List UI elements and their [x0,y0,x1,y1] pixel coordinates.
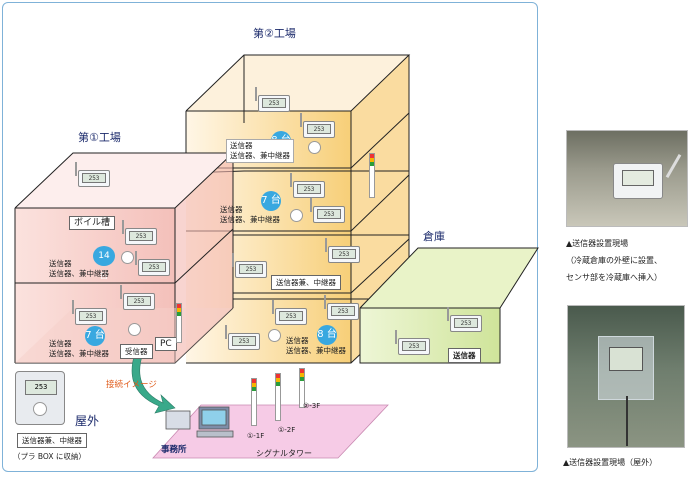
legend-line: 送信器 [230,141,253,150]
legend-line: 送信器、兼中継器 [230,151,290,160]
signal-tower-icon [176,303,182,343]
connection-arrow [131,352,176,414]
transmitter-device: 253 [325,238,360,263]
transmitter-device: 253 [225,325,260,350]
office-title: 事務所 [161,445,187,455]
photo-plastic-box [598,336,654,400]
install-photo-warehouse [566,130,688,227]
office-pc [165,406,234,438]
warehouse-transmitter-tag: 送信器 [448,348,481,363]
photo1-caption-line1: （冷蔵倉庫の外壁に設置、 [566,256,662,265]
legend-line: 送信器 [49,339,72,348]
legend-line: 送信器、兼中継器 [49,269,109,278]
transmitter-device: 253 [232,253,267,278]
buildings-illustration [14,54,539,459]
photo-unit-display [609,347,643,371]
device-count-badge: 7 台 [261,191,281,211]
legend-line: 送信器 [286,336,309,345]
device-legend: 送信器 送信器、兼中継器 [286,336,346,356]
legend-line: 送信器、兼中継器 [286,346,346,355]
legend-line: 送信器、兼中継器 [220,215,280,224]
signal-tower-icon [275,373,281,421]
transmitter-device: 253 [75,162,110,187]
photo-sensor-cable [665,153,682,179]
outdoor-relay-tag: 送信器兼、中継器 [17,433,87,448]
device-count-badge: 7 台 [85,326,105,346]
outdoor-unit: 253 [15,371,65,425]
photo-cable [626,396,628,446]
transmitter-device: 253 [122,220,157,245]
signal-tower-icon [299,368,305,408]
legend-line: 送信器 [49,259,72,268]
photo-unit-display [622,170,654,186]
transmitter-device: 253 [324,295,359,320]
legend-line: 送信器 [220,205,243,214]
device-legend: 送信器 送信器、兼中継器 [220,205,280,225]
boiler-tank-label: ボイル槽 [69,216,116,230]
relay-tag: 送信器兼、中継器 [271,275,341,290]
outdoor-title: 屋外 [75,414,100,428]
sensor-probe [121,251,134,264]
factory1-title: 第①工場 [78,131,121,144]
sensor-probe [268,329,281,342]
sensor-probe [33,402,47,416]
signal-tower-icon [251,378,257,426]
install-photo-outdoor [567,305,685,448]
transmitter-device: 253 [120,285,155,310]
transmitter-device: 253 [72,300,107,325]
photo1-caption-title: ▲送信器設置現場 [566,239,629,248]
tower-label-2f: ①-2F [278,426,296,434]
device-legend: 送信器 送信器、兼中継器 [226,139,294,163]
transmitter-device: 253 [300,113,335,138]
transmitter-device: 253 [255,87,290,112]
outdoor-note: （プラ BOX に収納） [13,452,86,461]
device-legend: 送信器 送信器、兼中継器 [49,339,109,359]
transmitter-device: 253 [447,307,482,332]
sensor-probe [290,209,303,222]
factory2-title: 第②工場 [253,27,296,40]
transmitter-device: 253 [310,198,345,223]
tower-label-1f: ①-1F [247,432,265,440]
device-count-badge: 8 台 [317,325,337,345]
legend-line: 送信器、兼中継器 [49,349,109,358]
photo2-caption: ▲送信器設置現場（屋外） [563,458,658,467]
sensor-probe [308,141,321,154]
transmitter-device: 253 [135,251,170,276]
diagram-frame: 第②工場 第①工場 倉庫 屋外 事務所 253 253 8 台 送信器 送信器、… [2,2,539,472]
signal-tower-icon [369,153,375,198]
photo1-caption-line2: センサ部を冷蔵庫へ挿入） [566,273,662,282]
warehouse-title: 倉庫 [423,230,445,243]
photo-transmitter-unit [613,163,663,199]
device-legend: 送信器 送信器、兼中継器 [49,259,109,279]
transmitter-device: 253 [272,300,307,325]
device-count-badge: 14 台 [93,246,115,281]
transmitter-device: 253 [290,173,325,198]
transmitter-device: 253 [395,330,430,355]
receiver-tag: 受信器 [120,344,153,359]
tower-label-3f: ②-3F [303,402,321,410]
outdoor-unit-display: 253 [25,380,57,395]
pc-tag: PC [155,337,177,351]
connection-label: 接続イメージ [106,380,157,390]
signal-tower-label: シグナルタワー [256,449,312,458]
sensor-probe [128,323,141,336]
